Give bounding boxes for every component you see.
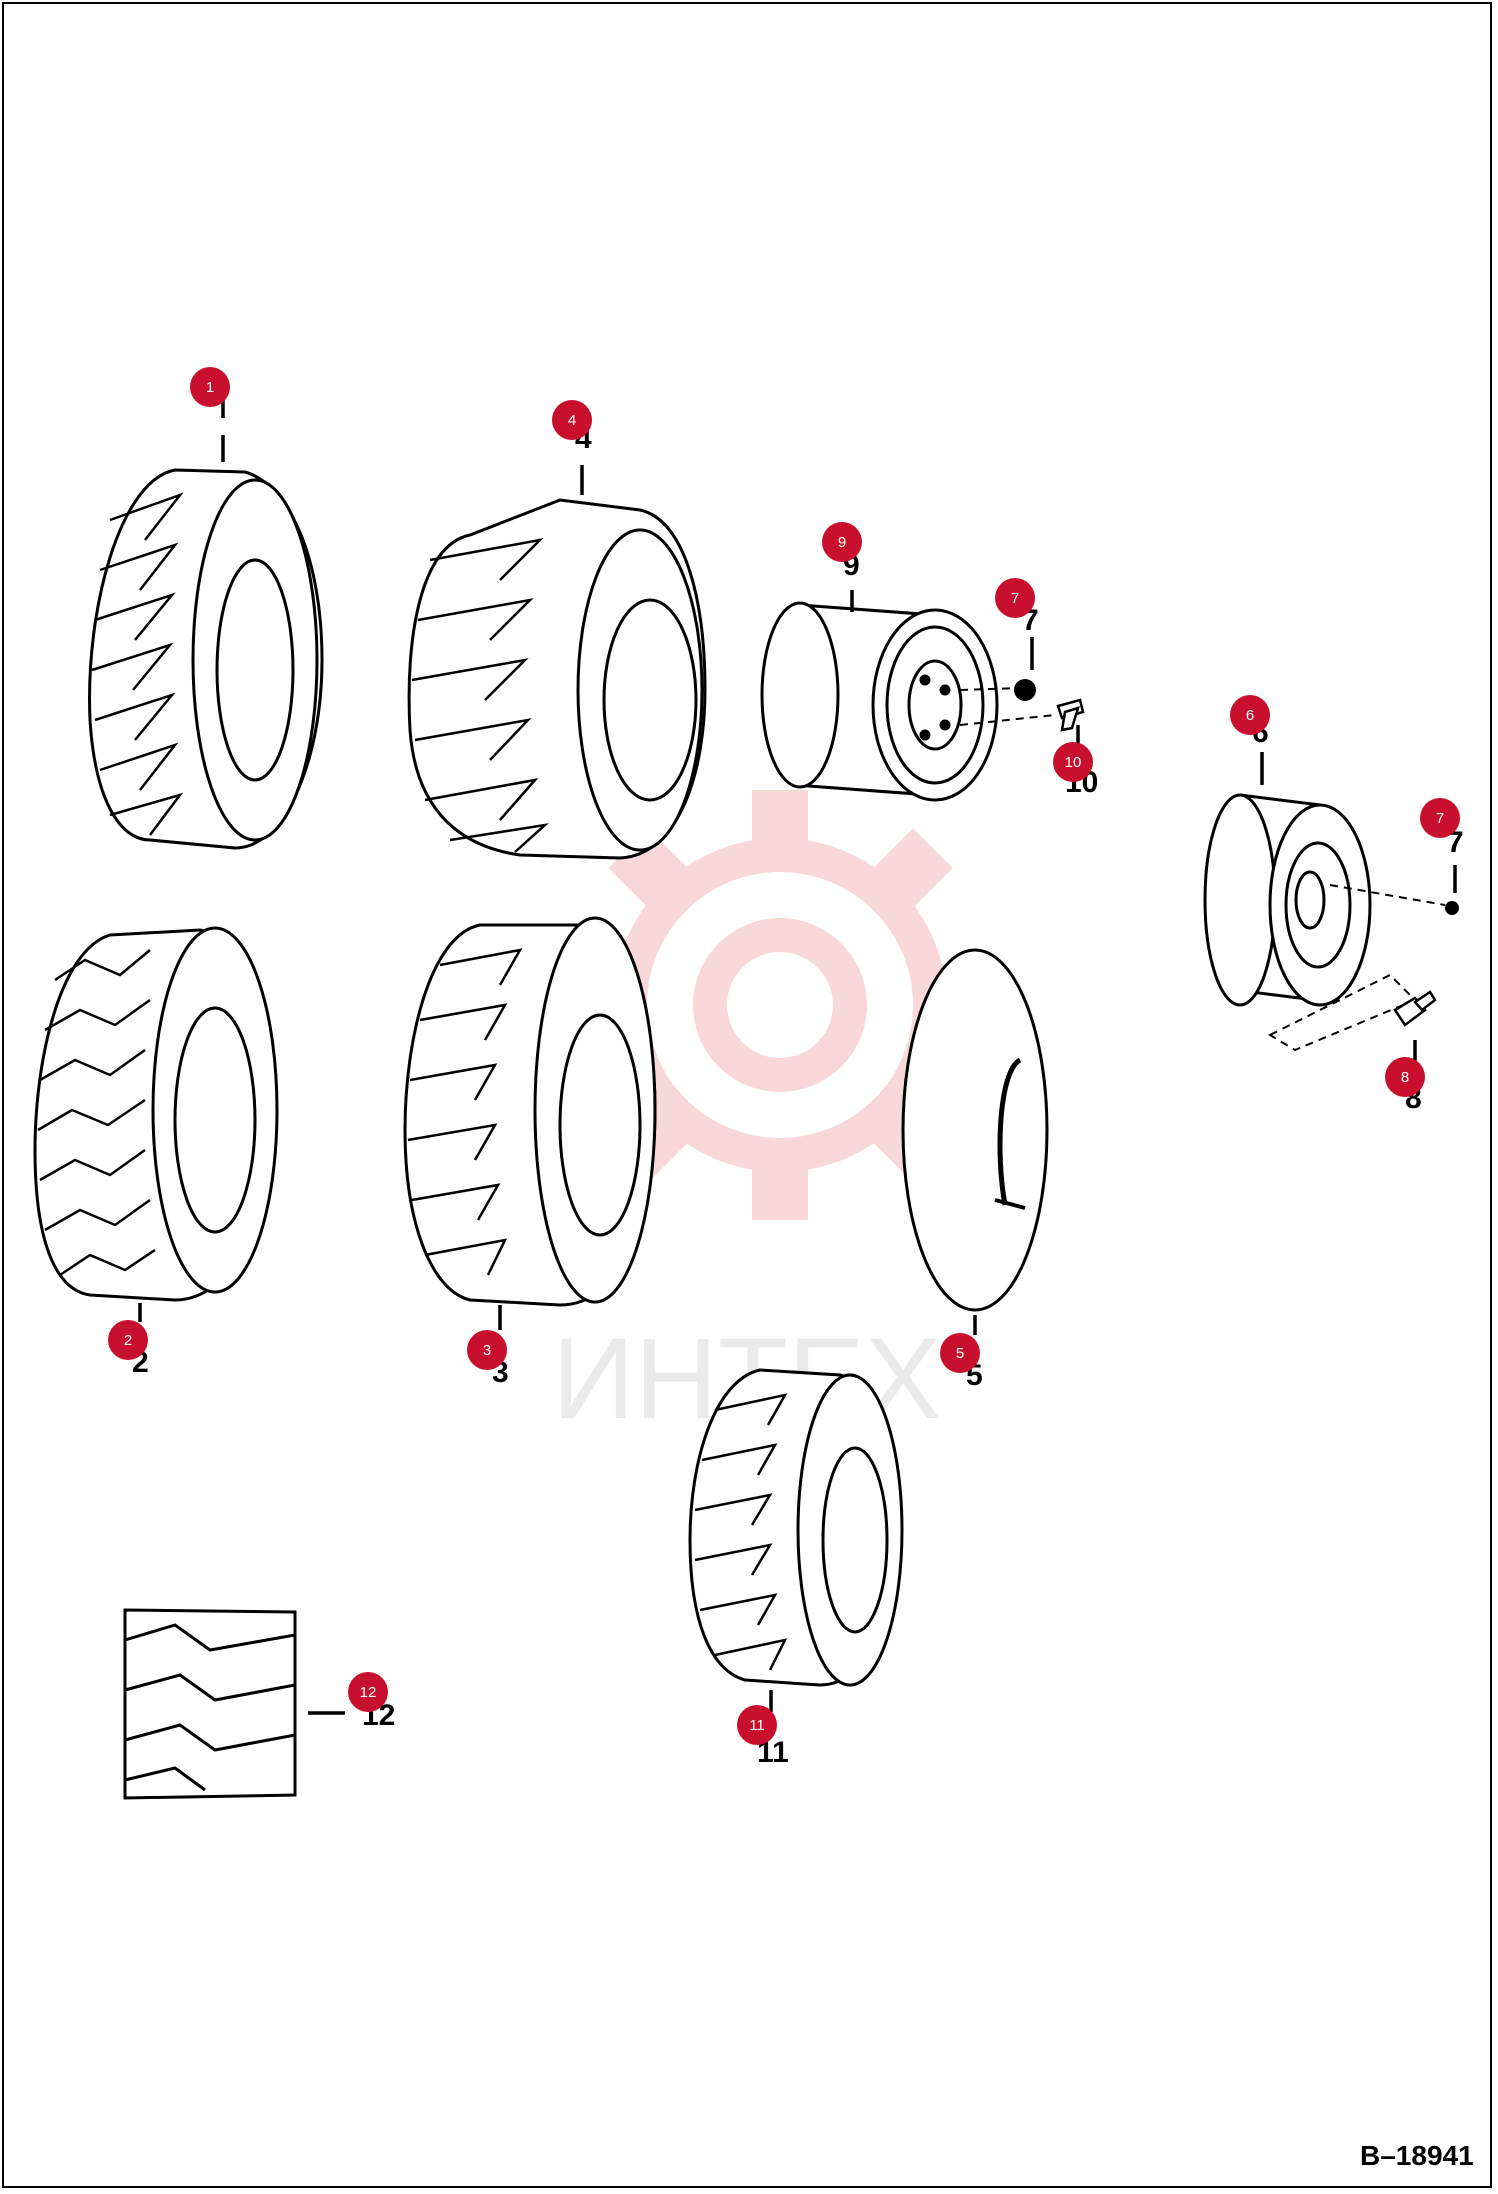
part-number-labels: 4 9 7 10 6 7 8 2 3 5 11 12 xyxy=(132,422,1464,1769)
svg-text:12: 12 xyxy=(360,1684,377,1701)
tire-part-11 xyxy=(688,1368,904,1687)
nut-part-7-upper xyxy=(1014,679,1036,701)
svg-text:3: 3 xyxy=(483,1342,491,1359)
callout-badge-1[interactable]: 1 xyxy=(190,367,230,407)
svg-text:2: 2 xyxy=(124,1332,132,1349)
svg-text:7: 7 xyxy=(1011,590,1019,607)
leader-lines xyxy=(138,398,1457,1715)
callout-badge-11[interactable]: 11 xyxy=(737,1705,777,1745)
callout-badge-9[interactable]: 9 xyxy=(822,522,862,562)
svg-text:11: 11 xyxy=(749,1717,765,1734)
callout-badge-7-upper[interactable]: 7 xyxy=(995,578,1035,618)
svg-text:6: 6 xyxy=(1246,707,1254,724)
svg-text:7: 7 xyxy=(1436,810,1444,827)
svg-text:10: 10 xyxy=(1065,754,1082,771)
tube-part-5 xyxy=(901,948,1049,1312)
tire-part-1 xyxy=(88,468,324,850)
nut-part-7-lower xyxy=(1445,901,1459,915)
callout-badge-8[interactable]: 8 xyxy=(1385,1057,1425,1097)
callout-badge-4[interactable]: 4 xyxy=(552,400,592,440)
tire-part-2 xyxy=(33,926,279,1302)
callout-badge-10[interactable]: 10 xyxy=(1053,742,1093,782)
bolt-part-10 xyxy=(1056,698,1085,732)
callout-badge-12[interactable]: 12 xyxy=(348,1672,388,1712)
callout-badge-6[interactable]: 6 xyxy=(1230,695,1270,735)
tire-part-3 xyxy=(403,916,657,1307)
callout-badge-3[interactable]: 3 xyxy=(467,1330,507,1370)
svg-text:9: 9 xyxy=(838,534,846,551)
svg-text:1: 1 xyxy=(206,379,214,396)
tread-part-12 xyxy=(123,1608,297,1800)
callout-badge-2[interactable]: 2 xyxy=(108,1320,148,1360)
callout-badge-7-lower[interactable]: 7 xyxy=(1420,798,1460,838)
svg-text:5: 5 xyxy=(956,1345,964,1362)
watermark-gear-icon xyxy=(613,838,947,1172)
svg-text:8: 8 xyxy=(1401,1069,1409,1086)
wheel-rim-part-9 xyxy=(760,601,1056,802)
wheel-part-6 xyxy=(1203,793,1446,1052)
tire-part-4 xyxy=(407,498,707,860)
drawing-code: B–18941 xyxy=(1360,2140,1474,2171)
callout-badge-5[interactable]: 5 xyxy=(940,1333,980,1373)
valve-part-8 xyxy=(1393,990,1437,1027)
svg-text:4: 4 xyxy=(568,412,576,429)
callout-badges: 1 4 9 7 10 6 7 8 2 3 5 11 12 xyxy=(108,367,1460,1745)
